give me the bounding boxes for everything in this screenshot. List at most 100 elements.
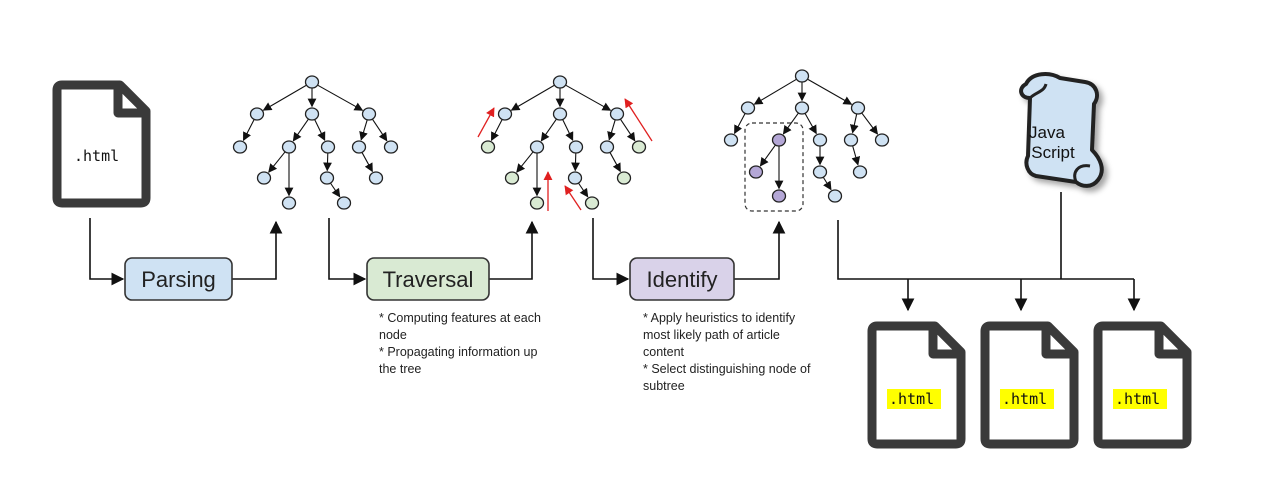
tree-node [256, 171, 272, 185]
tree-node [320, 140, 336, 154]
tree-node [319, 171, 335, 185]
traversal-note-2: * Propagating information up the tree [379, 345, 538, 376]
tree-edge [753, 78, 797, 105]
tree-node [383, 140, 399, 154]
output-file-label: .html [1002, 390, 1047, 408]
tree-edge [607, 120, 616, 141]
tree-node [723, 133, 739, 147]
tree-node [609, 107, 625, 121]
stage-identify: Identify [629, 257, 735, 301]
tree-edge [562, 119, 574, 142]
identify-note-1: * Apply heuristics to identify most like… [643, 311, 796, 359]
tree-node [771, 133, 787, 147]
tree-edge [330, 183, 341, 198]
tree-node [504, 171, 520, 185]
tree-edge [361, 152, 373, 173]
flow-connectors [89, 192, 1141, 312]
stage-parsing: Parsing [124, 257, 233, 301]
tree-node [304, 107, 320, 121]
tree-edge [759, 144, 776, 167]
tree-node [281, 140, 297, 154]
tree-edge [372, 119, 388, 142]
tree-node [529, 196, 545, 210]
document-icon [980, 321, 1079, 449]
stage-identify-label: Identify [647, 267, 718, 292]
tree-edge [317, 84, 364, 111]
javascript-label-line1: Java [1029, 123, 1065, 142]
tree-node [794, 69, 810, 83]
traversal-note-1: * Computing features at each node [379, 311, 541, 342]
dom-tree-parsed [232, 75, 399, 210]
propagation-arrows [477, 98, 653, 211]
tree-node [812, 165, 828, 179]
tree-node [480, 140, 496, 154]
output-html-file: .html [867, 321, 966, 449]
tree-node [567, 171, 583, 185]
traversal-notes: * Computing features at each node * Prop… [379, 310, 549, 378]
stage-traversal-label: Traversal [383, 267, 474, 292]
text-highlight [1113, 389, 1167, 409]
tree-node [852, 165, 868, 179]
input-html-file: .html [52, 80, 151, 208]
tree-node [631, 140, 647, 154]
output-html-file: .html [1093, 321, 1192, 449]
tree-edge [734, 113, 746, 135]
tree-node [748, 165, 764, 179]
tree-edge [510, 84, 555, 111]
tree-node [827, 189, 843, 203]
tree-node [361, 107, 377, 121]
tree-edge [268, 151, 286, 173]
tree-edge [861, 112, 879, 135]
dom-tree-identify [723, 69, 890, 203]
dom-tree-traversal [480, 75, 647, 210]
tree-node [771, 189, 787, 203]
identify-notes: * Apply heuristics to identify most like… [643, 310, 823, 395]
tree-node [552, 107, 568, 121]
tree-node [874, 133, 890, 147]
tree-node [336, 196, 352, 210]
output-file-label: .html [1115, 390, 1160, 408]
selected-subtree-box [744, 122, 804, 212]
tree-edge [822, 177, 832, 191]
tree-edge [849, 114, 859, 134]
tree-node [740, 101, 756, 115]
tree-node [368, 171, 384, 185]
tree-node [812, 133, 828, 147]
javascript-scroll: Java Script [1019, 72, 1104, 188]
output-file-label: .html [889, 390, 934, 408]
tree-edge [262, 84, 307, 111]
tree-edge [540, 119, 557, 142]
output-html-file: .html [980, 321, 1079, 449]
tree-edge [807, 78, 853, 105]
tree-node [584, 196, 600, 210]
javascript-label-line2: Script [1031, 143, 1075, 162]
stage-parsing-label: Parsing [141, 267, 216, 292]
tree-node [843, 133, 859, 147]
tree-node [599, 140, 615, 154]
tree-edge [851, 146, 861, 166]
tree-edge [292, 119, 309, 142]
output-html-files: .html .html .html [867, 321, 1192, 449]
tree-edge [578, 183, 589, 198]
tree-node [850, 101, 866, 115]
identify-note-2: * Select distinguishing node of subtree [643, 362, 811, 393]
tree-node [616, 171, 632, 185]
tree-edge [516, 151, 534, 173]
tree-node [304, 75, 320, 89]
stage-traversal: Traversal [366, 257, 490, 301]
tree-node [497, 107, 513, 121]
tree-edge [609, 152, 621, 173]
tree-edge [565, 84, 612, 111]
tree-node [281, 196, 297, 210]
tree-edge [804, 113, 817, 135]
text-highlight [1000, 389, 1054, 409]
tree-edge [571, 153, 580, 172]
tree-node [529, 140, 545, 154]
tree-node [232, 140, 248, 154]
document-icon [1093, 321, 1192, 449]
tree-node [552, 75, 568, 89]
document-icon [867, 321, 966, 449]
tree-edge [314, 119, 326, 142]
input-file-label: .html [74, 147, 119, 165]
